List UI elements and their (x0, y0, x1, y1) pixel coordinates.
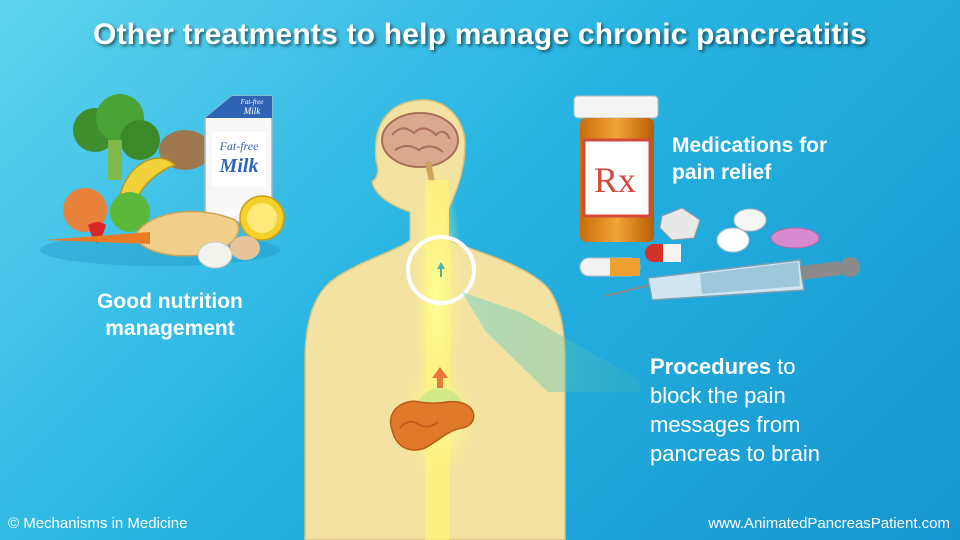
food-illustration: Fat-free Milk Fat-free Milk (40, 94, 285, 269)
procedure-target-circle (406, 235, 476, 305)
milk-carton-brand-text: Milk (219, 155, 259, 177)
pills-icon (579, 207, 820, 277)
lemon-icon (239, 195, 285, 241)
brain-illustration (381, 112, 459, 183)
up-arrow-icon (432, 367, 448, 388)
procedures-bold: Procedures (650, 354, 772, 379)
procedures-label-line3: messages from (650, 412, 801, 437)
procedures-label-line2: block the pain (650, 383, 786, 408)
medications-label-line1: Medications for (672, 134, 828, 157)
peach-icon (63, 188, 107, 232)
potato-icon (159, 130, 211, 170)
carrot-icon (45, 232, 150, 244)
nutrition-label-line1: Good nutrition (97, 290, 243, 313)
procedure-pointer-beam (462, 292, 640, 392)
procedures-label: Procedures to block the pain messages fr… (650, 352, 880, 468)
milk-carton-small-brand-text: Milk (243, 106, 261, 116)
footer-website-link[interactable]: www.AnimatedPancreasPatient.com (708, 515, 950, 532)
procedures-label-line1: Procedures to (650, 352, 880, 381)
apple-icon (110, 192, 150, 232)
procedures-rest: to (771, 354, 796, 379)
milk-carton-top-text: Fat-free (219, 139, 260, 153)
medications-label-line2: pain relief (672, 161, 772, 184)
nutrition-label-line2: management (105, 317, 235, 340)
broccoli-icon (73, 94, 160, 180)
egg-icon (197, 236, 260, 269)
milk-carton-icon: Fat-free Milk Fat-free Milk (204, 95, 273, 223)
milk-carton-small-top-text: Fat-free (240, 98, 264, 106)
rx-label: Rx (594, 160, 636, 200)
syringe-icon (604, 257, 860, 301)
procedures-label-line4: pancreas to brain (650, 441, 820, 466)
strawberry-icon (88, 222, 106, 243)
medications-illustration: Rx (573, 95, 860, 301)
pill-bottle-icon: Rx (573, 95, 659, 242)
nutrition-label: Good nutrition management (60, 288, 280, 342)
medications-label: Medications for pain relief (672, 132, 892, 186)
footer-copyright: © Mechanisms in Medicine (8, 515, 188, 532)
pancreas-illustration (389, 388, 475, 451)
small-up-arrow-icon (437, 262, 445, 277)
slide-title: Other treatments to help manage chronic … (93, 18, 867, 51)
